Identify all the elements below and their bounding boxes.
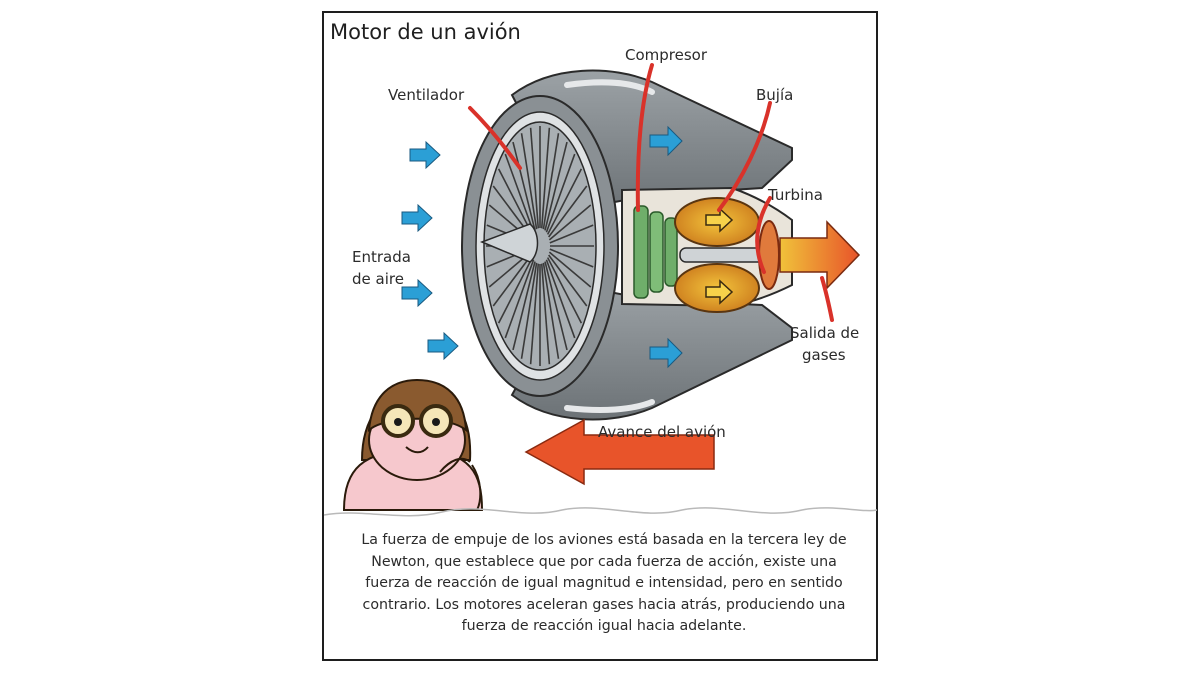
fan-blade: [497, 257, 534, 324]
fan-blade: [548, 251, 592, 288]
fan-blade: [540, 263, 551, 365]
callout-compresor: [635, 63, 654, 212]
fan-blade: [497, 168, 534, 235]
label-compresor: Compresor: [625, 46, 708, 64]
fan-blade: [549, 224, 594, 244]
fan-blade: [504, 153, 535, 233]
label-ventilador: Ventilador: [388, 86, 465, 104]
fan-blade: [546, 168, 583, 235]
flow-arrow-upper: [705, 207, 734, 233]
fan-blade: [544, 141, 568, 231]
fan-blade: [545, 259, 576, 339]
fan-blade: [529, 263, 540, 365]
fan-blade: [549, 248, 594, 268]
fan-blade: [548, 204, 592, 241]
fan-blade: [504, 259, 535, 339]
fan-blade: [545, 153, 576, 233]
fan-blade: [548, 185, 588, 238]
fan-blade: [512, 141, 536, 231]
compressor-stages: [633, 205, 678, 299]
fan-blade: [512, 261, 536, 351]
air-arrow-4: [427, 331, 459, 361]
label-bujia: Bujía: [756, 86, 794, 104]
callout-ventilador: [468, 106, 522, 170]
label-turbina: Turbina: [768, 186, 823, 204]
fan-blade: [492, 254, 532, 307]
fan-blade: [542, 133, 560, 230]
label-salida-line2: gases: [802, 346, 846, 364]
fan-blade: [520, 262, 538, 359]
fan-spinner: [479, 223, 539, 263]
flow-arrow-lower: [705, 279, 734, 305]
label-entrada-line1: Entrada: [352, 248, 411, 266]
fan-disc: [483, 121, 597, 371]
diagram-title: Motor de un avión: [330, 20, 521, 44]
callout-bujia: [717, 101, 772, 212]
fan-blade: [520, 133, 538, 230]
fan-blade: [529, 127, 540, 229]
diagram-panel: Motor de un avión Ventilador Compresor B…: [322, 10, 880, 665]
air-arrow-2: [401, 203, 433, 233]
panel-border: [322, 11, 878, 661]
fan-blade: [540, 127, 551, 229]
exhaust-arrow: [779, 220, 861, 290]
pilot-character: [342, 378, 484, 511]
fan-blade: [546, 257, 583, 324]
label-entrada-line2: de aire: [352, 270, 404, 288]
avance-arrow: [524, 418, 715, 486]
callout-salida: [820, 276, 834, 322]
callout-turbina: [755, 196, 772, 274]
fan-blade: [544, 261, 568, 351]
caption-text: La fuerza de empuje de los aviones está …: [361, 532, 847, 634]
fan-blade: [548, 254, 588, 307]
label-salida-line1: Salida de: [790, 324, 860, 342]
fan-blade: [542, 262, 560, 359]
air-arrow-1: [409, 140, 441, 170]
label-avance: Avance del avión: [598, 423, 726, 441]
bypass-arrow-upper: [649, 125, 683, 157]
bypass-arrow-lower: [649, 337, 683, 369]
turbine-disc: [758, 220, 780, 290]
air-arrow-3: [401, 278, 433, 308]
engine-illustration: [322, 11, 878, 661]
air-intake-arrows: [401, 140, 459, 361]
cloud-separator: [323, 507, 878, 517]
